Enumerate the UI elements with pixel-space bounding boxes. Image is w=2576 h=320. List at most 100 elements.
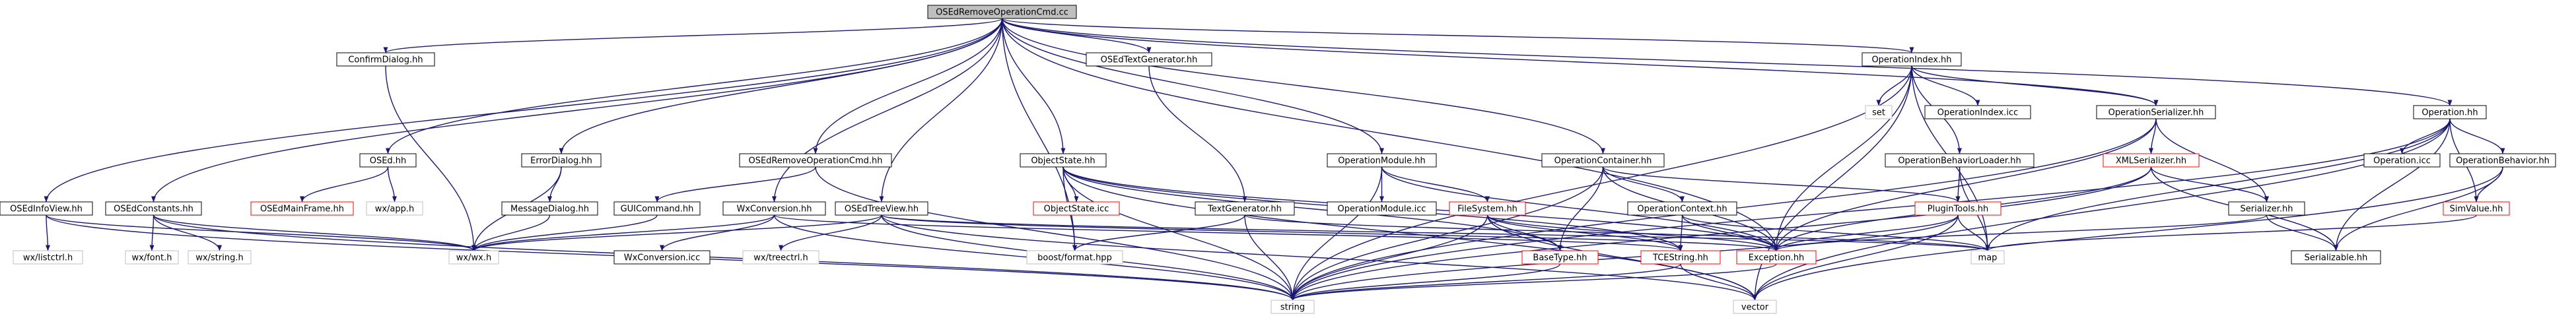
graph-node-Serializable[interactable]: Serializable.hh [2291,250,2381,265]
graph-node-box [1640,250,1721,265]
graph-node-XMLSerializer[interactable]: XMLSerializer.hh [2103,153,2200,168]
graph-node-vector[interactable]: vector [1733,300,1777,314]
edge-PluginTools-to-Exception [1774,214,1959,251]
graph-node-box [2449,153,2556,168]
graph-node-OSEdConstants[interactable]: OSEdConstants.hh [105,201,202,216]
graph-node-wxtreectrl[interactable]: wx/treectrl.h [742,250,819,265]
graph-node-label: WxConversion.hh [736,205,812,214]
graph-node-box [359,153,417,168]
graph-node-FileSystem[interactable]: FileSystem.hh [1449,201,1526,216]
graph-node-label: Operation.hh [2421,108,2478,118]
graph-node-PluginTools[interactable]: PluginTools.hh [1914,201,2002,216]
graph-node-label: TextGenerator.hh [1207,205,1282,214]
graph-node-OSEdRemoveOperationCmd[interactable]: OSEdRemoveOperationCmd.hh [739,153,892,168]
node-layer: OSEdRemoveOperationCmd.ccConfirmDialog.h… [0,5,2556,314]
graph-node-box [448,250,499,265]
graph-node-wxstring[interactable]: wx/string.h [188,250,252,265]
graph-node-OSEdTextGenerator[interactable]: OSEdTextGenerator.hh [1086,52,1212,67]
graph-node-box [739,153,892,168]
edge-ErrorDialog-to-MessageDialog [547,166,562,203]
graph-node-box [521,153,602,168]
graph-node-box [1862,52,1962,67]
graph-node-OperationIndexIcc[interactable]: OperationIndex.icc [1924,105,2031,119]
edge-XMLSerializer-to-string [1290,166,2152,301]
graph-node-box [1541,153,1665,168]
graph-node-boostformat[interactable]: boost/format.hpp [1026,250,1123,265]
edge-Operation-to-Serializable [2334,118,2451,251]
graph-node-box [1885,153,2035,168]
graph-node-OSEdMainFrame[interactable]: OSEdMainFrame.hh [250,201,354,216]
graph-node-TextGenerator[interactable]: TextGenerator.hh [1195,201,1295,216]
graph-node-box [613,250,711,265]
graph-node-MessageDialog[interactable]: MessageDialog.hh [501,201,598,216]
graph-node-label: OSEdConstants.hh [114,205,193,214]
graph-node-OperationSerializer[interactable]: OperationSerializer.hh [2096,105,2216,119]
graph-node-OSEdTreeView[interactable]: OSEdTreeView.hh [835,201,928,216]
graph-node-ConfirmDialog[interactable]: ConfirmDialog.hh [336,52,435,67]
graph-node-Exception[interactable]: Exception.hh [1736,250,1817,265]
edge-OperationSerializer-to-Exception [1774,118,2157,251]
graph-node-box [1865,105,1893,119]
edge-OperationModule-to-Exception [1381,166,1779,251]
graph-node-box [742,250,819,265]
graph-node-WxConversion[interactable]: WxConversion.hh [722,201,826,216]
graph-node-OperationIcc[interactable]: Operation.icc [2363,153,2441,168]
edge-OSEd-to-wxapp [387,166,397,203]
graph-node-box [2291,250,2381,265]
graph-node-wxlistctrl[interactable]: wx/listctrl.h [13,250,83,265]
edge-OSEdConstants-to-wxfont [149,214,155,251]
graph-node-box [0,201,93,216]
graph-node-OSEdInfoView[interactable]: OSEdInfoView.hh [0,201,93,216]
graph-node-label: OperationIndex.icc [1937,108,2019,118]
graph-node-wxwx[interactable]: wx/wx.h [448,250,499,265]
graph-node-label: OSEdInfoView.hh [10,205,83,214]
edge-OperationIndex-to-string [1290,65,1912,301]
graph-node-OperationBehavior[interactable]: OperationBehavior.hh [2449,153,2556,168]
graph-node-wxapp[interactable]: wx/app.h [366,201,423,216]
graph-node-box [1026,250,1123,265]
edge-root-to-ConfirmDialog [383,18,1003,53]
graph-node-set[interactable]: set [1865,105,1893,119]
edge-root-to-ErrorDialog [559,18,1003,154]
graph-node-label: boost/format.hpp [1037,253,1112,263]
graph-node-OperationIndex[interactable]: OperationIndex.hh [1862,52,1962,67]
graph-node-Serializer[interactable]: Serializer.hh [2228,201,2305,216]
graph-node-TCEString[interactable]: TCEString.hh [1640,250,1721,265]
edge-Serializer-to-Exception [1774,214,2268,251]
graph-node-ObjectState[interactable]: ObjectState.hh [1020,153,1107,168]
graph-node-label: wx/treectrl.h [753,253,808,263]
edge-OSEdTreeView-to-vector [881,214,1757,301]
graph-node-OperationModule[interactable]: OperationModule.hh [1327,153,1437,168]
edge-WxConversion-to-WxConversionIcc [660,214,775,251]
edge-OperationIndex-to-OperationIndexIcc [1911,65,1980,106]
graph-node-ObjectStateIcc[interactable]: ObjectState.icc [1033,201,1120,216]
graph-node-label: BaseType.hh [1533,253,1587,263]
graph-node-OSEd[interactable]: OSEd.hh [359,153,417,168]
graph-node-map[interactable]: map [1970,250,2005,265]
graph-node-OperationBehaviorLoader[interactable]: OperationBehaviorLoader.hh [1885,153,2035,168]
graph-node-box [613,201,701,216]
graph-node-wxfont[interactable]: wx/font.h [125,250,179,265]
graph-node-ErrorDialog[interactable]: ErrorDialog.hh [521,153,602,168]
graph-node-OperationContext[interactable]: OperationContext.hh [1627,201,1737,216]
graph-node-OperationModuleIcc[interactable]: OperationModule.icc [1327,201,1437,216]
edge-Serializer-to-Serializable [2266,214,2338,251]
graph-node-box [1736,250,1817,265]
graph-node-label: OperationBehaviorLoader.hh [1898,156,2021,166]
graph-node-WxConversionIcc[interactable]: WxConversion.icc [613,250,711,265]
graph-node-box [1449,201,1526,216]
graph-node-BaseType[interactable]: BaseType.hh [1521,250,1599,265]
edge-Exception-to-string [1290,263,1777,301]
edge-TCEString-to-vector [1680,263,1757,301]
graph-node-root[interactable]: OSEdRemoveOperationCmd.cc [927,5,1077,19]
graph-node-SimValue[interactable]: SimValue.hh [2443,201,2510,216]
graph-node-GUICommand[interactable]: GUICommand.hh [613,201,701,216]
edge-OSEdTreeView-to-wxtreectrl [779,214,882,251]
graph-node-OperationContainer[interactable]: OperationContainer.hh [1541,153,1665,168]
graph-node-box [1327,153,1437,168]
graph-node-string[interactable]: string [1271,300,1315,314]
edge-WxConversion-to-TCEString [773,214,1683,251]
edge-OperationContainer-to-OperationContext [1602,166,1685,203]
graph-node-Operation[interactable]: Operation.hh [2413,105,2487,119]
